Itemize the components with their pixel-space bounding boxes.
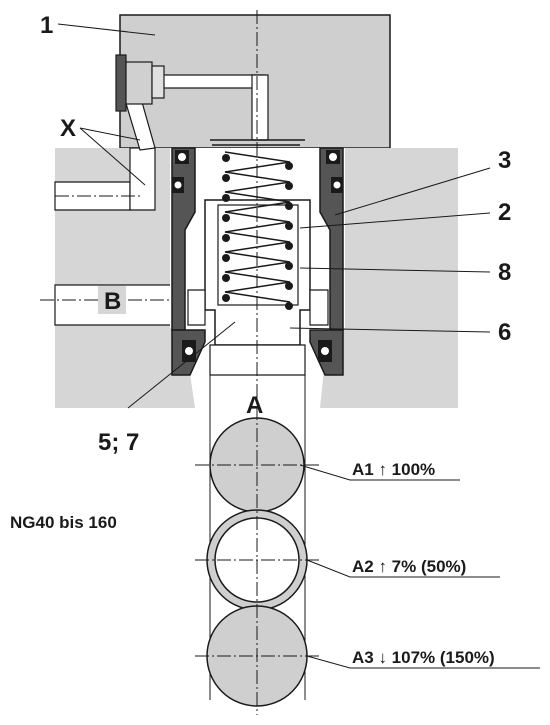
label-part-3: 3 <box>498 147 511 174</box>
housing-right <box>320 148 458 408</box>
spring-coil-section <box>222 254 230 262</box>
spring-coil-section <box>285 202 293 210</box>
leader-6 <box>289 327 491 333</box>
spring-coil-section <box>222 234 230 242</box>
label-pilot-port: X <box>60 115 76 142</box>
spring-coil-section <box>285 222 293 230</box>
spring-coil-section <box>222 214 230 222</box>
label-part-8: 8 <box>498 259 511 286</box>
spring-coil-section <box>285 302 293 310</box>
cover-tube-vertical <box>251 74 269 141</box>
label-part-6: 6 <box>498 319 511 346</box>
leader-57 <box>127 321 236 409</box>
label-port-a: A <box>246 392 263 419</box>
pilot-channel-bend <box>129 147 156 211</box>
sleeve-seals <box>172 150 343 193</box>
pilot-plug-nut <box>151 65 165 99</box>
spring-coil-section <box>222 274 230 282</box>
housing-left <box>55 148 195 408</box>
spring-coil-section <box>285 162 293 170</box>
spring-coil-section <box>285 262 293 270</box>
seat-ring-seals <box>182 340 332 362</box>
label-b-bg <box>98 286 126 314</box>
leader-8 <box>299 267 491 273</box>
leader-x-1 <box>79 127 146 186</box>
leader-a1 <box>299 464 460 481</box>
lower-guide-right <box>309 289 329 326</box>
label-part-5-7: 5; 7 <box>98 429 139 456</box>
pilot-plug-body <box>125 61 153 105</box>
leader-cover <box>57 23 156 36</box>
spring-coil-section <box>222 294 230 302</box>
label-port-b: B <box>104 288 121 315</box>
leader-2 <box>299 212 491 229</box>
leader-3 <box>334 167 491 216</box>
cover-tube-horizontal <box>159 74 266 89</box>
spring-coil-section <box>222 154 230 162</box>
size-note: NG40 bis 160 <box>10 513 117 532</box>
pilot-plug-flange <box>115 54 127 112</box>
leader-x-2 <box>79 127 141 141</box>
label-part-2: 2 <box>498 199 511 226</box>
spring-coil-section <box>285 182 293 190</box>
leader-a2 <box>306 559 500 578</box>
spring-coil-section <box>285 282 293 290</box>
spring-coil-section <box>222 174 230 182</box>
spring-coil-section <box>285 242 293 250</box>
leader-a3 <box>306 655 540 669</box>
lower-guide-left <box>187 289 206 326</box>
spring-coil-section <box>222 194 230 202</box>
area-label-a3: A3 ↓ 107% (150%) <box>352 648 495 667</box>
area-label-a1: A1 ↑ 100% <box>352 460 435 479</box>
label-cover: 1 <box>40 12 53 39</box>
poppet-inner <box>217 204 299 306</box>
area-label-a2: A2 ↑ 7% (50%) <box>352 557 466 576</box>
